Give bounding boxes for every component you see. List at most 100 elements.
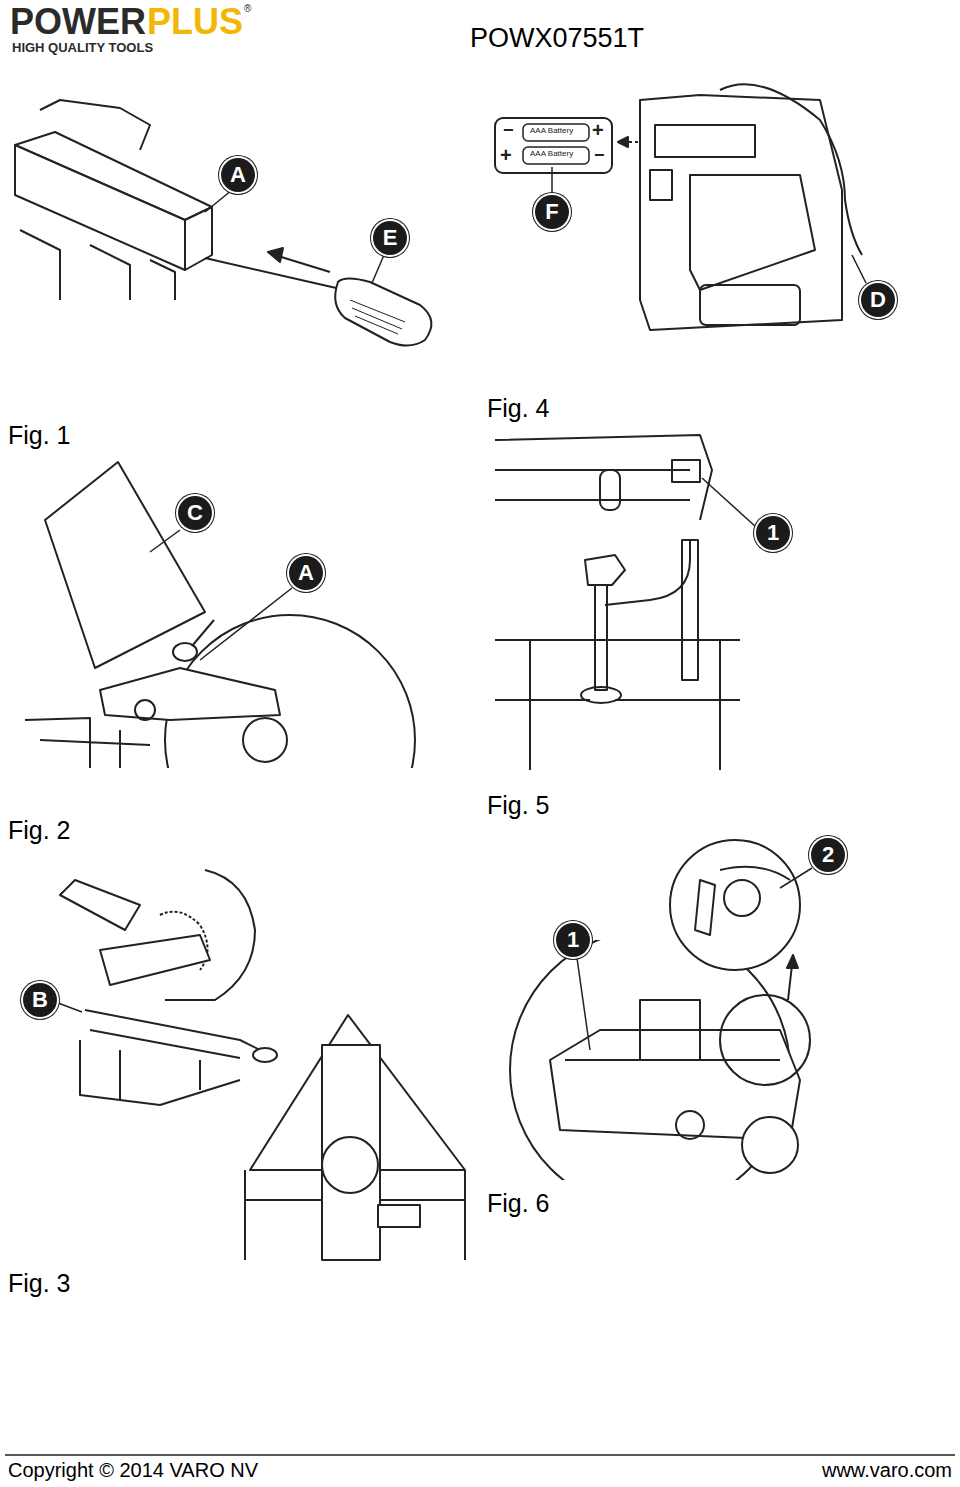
leader-line xyxy=(577,958,590,1050)
fig5-clamp xyxy=(490,435,756,770)
figure-label: Fig. 3 xyxy=(8,1268,71,1298)
rail-side xyxy=(15,145,185,270)
screwdriver-handle xyxy=(335,279,431,346)
fig3-guard xyxy=(60,880,140,930)
copyright-note: Copyright © 2014 VARO NV xyxy=(8,1458,258,1482)
callout-circle: C xyxy=(178,496,212,530)
brand-logo: PLUS xyxy=(147,0,243,43)
arrow-head xyxy=(618,137,628,147)
leader-line xyxy=(372,255,384,283)
housing-foot xyxy=(700,285,800,325)
battery-cell xyxy=(523,147,589,164)
front-column xyxy=(322,1045,380,1260)
callout-circle: A xyxy=(221,158,255,192)
figure-label: Fig. 4 xyxy=(487,393,550,423)
fig5-part-1 xyxy=(672,460,700,482)
battery-label: AAA Battery xyxy=(530,127,573,135)
battery-cell xyxy=(523,124,589,141)
fig1-legs xyxy=(20,230,175,300)
battery-compartment xyxy=(655,125,755,157)
handle-grip xyxy=(350,300,405,334)
leader-line xyxy=(551,167,553,196)
leader-line xyxy=(200,588,292,660)
leader-line xyxy=(780,868,812,888)
leader-line xyxy=(58,1003,82,1012)
clamp-arm xyxy=(605,540,690,605)
fig2-base xyxy=(25,718,150,768)
callout-circle: D xyxy=(861,283,895,317)
callout-circle: 2 xyxy=(811,838,845,872)
model-number: POWX07551T xyxy=(470,22,644,54)
fig3-arm xyxy=(100,935,210,985)
fig1-arm xyxy=(40,100,150,150)
fig4-laser-housing xyxy=(495,84,866,330)
saw-arm xyxy=(100,668,280,720)
clamp-post xyxy=(682,540,698,680)
polarity-sign: + xyxy=(500,143,512,167)
figure-label: Fig. 1 xyxy=(8,420,71,450)
arrow-head xyxy=(787,955,798,968)
callout-letter: E xyxy=(383,227,398,249)
front-base xyxy=(245,1170,465,1260)
callout-letter: C xyxy=(187,502,203,524)
leader-line xyxy=(702,478,756,527)
callout-circle: B xyxy=(23,983,57,1017)
fig3-saw xyxy=(58,870,465,1260)
fig6-head xyxy=(510,840,812,1210)
figure-label: Fig. 6 xyxy=(487,1188,550,1218)
detail-mark xyxy=(720,995,810,1085)
callout-circle: 1 xyxy=(556,923,590,957)
leader-line xyxy=(150,530,180,552)
pin xyxy=(192,620,214,646)
arrow-head xyxy=(268,248,283,262)
brand-logo: POWER xyxy=(10,0,146,43)
polarity-sign: − xyxy=(594,145,605,167)
clamp-screw xyxy=(595,580,607,690)
figure-label: Fig. 2 xyxy=(8,815,71,845)
callout-circle: A xyxy=(289,556,323,590)
battery-panel xyxy=(495,118,612,173)
laser-switch xyxy=(650,170,672,200)
callout-letter: 2 xyxy=(822,844,834,866)
callout-circle: F xyxy=(535,195,569,229)
detail-parts xyxy=(695,867,790,935)
callout-letter: B xyxy=(32,989,48,1011)
callout-letter: A xyxy=(230,164,246,186)
blade-guard-c xyxy=(45,462,205,668)
fig6-handle xyxy=(565,1000,780,1060)
callout-letter: A xyxy=(298,562,314,584)
callout-letter: 1 xyxy=(767,522,779,544)
fence xyxy=(495,435,712,520)
leader-line xyxy=(852,255,866,283)
blade-housing xyxy=(165,870,255,1000)
callout-circle: E xyxy=(373,221,407,255)
clamp-knob xyxy=(585,555,625,585)
fig3-base xyxy=(80,1040,240,1105)
battery-label: AAA Battery xyxy=(530,150,573,158)
detail-pivot xyxy=(724,880,760,916)
housing-recess xyxy=(690,175,815,290)
pivot xyxy=(135,700,155,720)
rail-handle xyxy=(253,1048,277,1062)
brand-tagline: HIGH QUALITY TOOLS xyxy=(12,40,153,56)
callout-letter: D xyxy=(870,289,886,311)
rail-tube xyxy=(600,470,620,510)
front-motor xyxy=(322,1137,378,1193)
front-switch xyxy=(378,1205,420,1227)
figure-label: Fig. 5 xyxy=(487,790,550,820)
leader-line xyxy=(205,190,232,212)
trademark: ® xyxy=(244,4,251,14)
direction-arrow xyxy=(278,256,330,272)
fig5-ground xyxy=(490,435,740,770)
fig3-rail xyxy=(85,1010,270,1058)
footer-rule xyxy=(5,1454,955,1456)
callout-letter: F xyxy=(545,201,558,223)
rail-end xyxy=(185,207,212,270)
fig1-rail xyxy=(15,100,431,346)
callout-circle: 1 xyxy=(756,516,790,550)
polarity-sign: − xyxy=(503,120,514,142)
polarity-sign: + xyxy=(592,118,604,142)
fig5-table xyxy=(495,640,740,770)
